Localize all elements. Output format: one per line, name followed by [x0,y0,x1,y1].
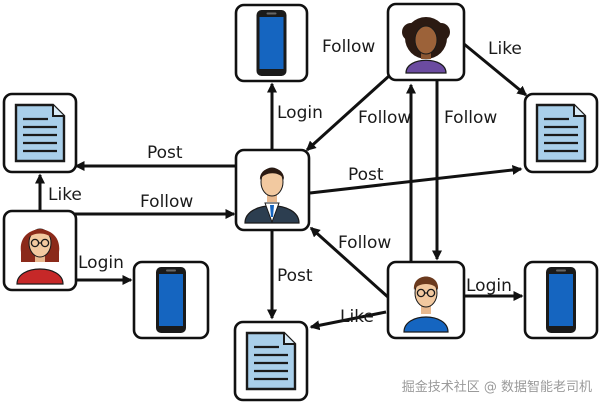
node-phone-left [132,260,210,340]
edge-label-user-to-doc-left: Post [147,143,183,163]
edge-label-glasses-to-doc-bottom: Like [340,307,374,327]
edge-label-user-to-doc-right: Post [348,165,384,185]
edge-label-user-to-phone-top: Login [277,103,323,123]
edges [35,42,528,331]
edge-afro-to-user [305,74,391,152]
node-user-afro-woman [386,2,466,82]
watermark-text: 掘金技术社区 @ 数据智能老司机 [402,379,592,395]
node-user-center-man [234,148,311,232]
phone-icon [546,267,576,333]
node-phone-top [234,3,309,83]
edge-label-glasses-to-afro: Follow [358,108,411,128]
edge-glasses-to-user [309,226,391,300]
node-document-bottom [233,320,309,402]
woman-avatar-icon [402,17,450,74]
node-document-left [2,92,78,174]
edge-labels: Login Post Follow Like Login Post Post F… [48,37,522,327]
man-with-glasses-avatar-icon [403,276,449,333]
man-in-suit-avatar-icon [244,167,300,224]
document-icon [245,331,297,391]
edge-label-woman-to-phone-left: Login [78,253,124,273]
document-icon [535,103,587,163]
edge-label-woman-to-doc-left: Like [48,185,82,205]
edge-label-glasses-to-phone-right: Login [466,276,512,296]
node-user-glasses-man [386,260,466,340]
node-phone-right [523,260,599,340]
node-user-woman-left [2,209,78,292]
woman-with-glasses-avatar-icon [16,228,64,285]
edge-user-to-doc-right [309,164,523,195]
edge-label-woman-to-user: Follow [140,192,193,212]
edge-label-afro-to-glasses: Follow [444,108,497,128]
document-icon [14,103,66,163]
node-document-right [523,92,599,174]
edge-glasses-to-doc-bottom [309,310,387,331]
edge-afro-to-doc-right [463,42,528,97]
phone-icon [256,10,287,76]
edge-label-glasses-to-user: Follow [338,233,391,253]
phone-icon [156,267,186,333]
edge-label-afro-to-doc-right: Like [488,39,522,59]
edge-label-user-to-doc-bottom: Post [277,266,313,286]
edge-label-afro-to-user: Follow [322,37,375,57]
